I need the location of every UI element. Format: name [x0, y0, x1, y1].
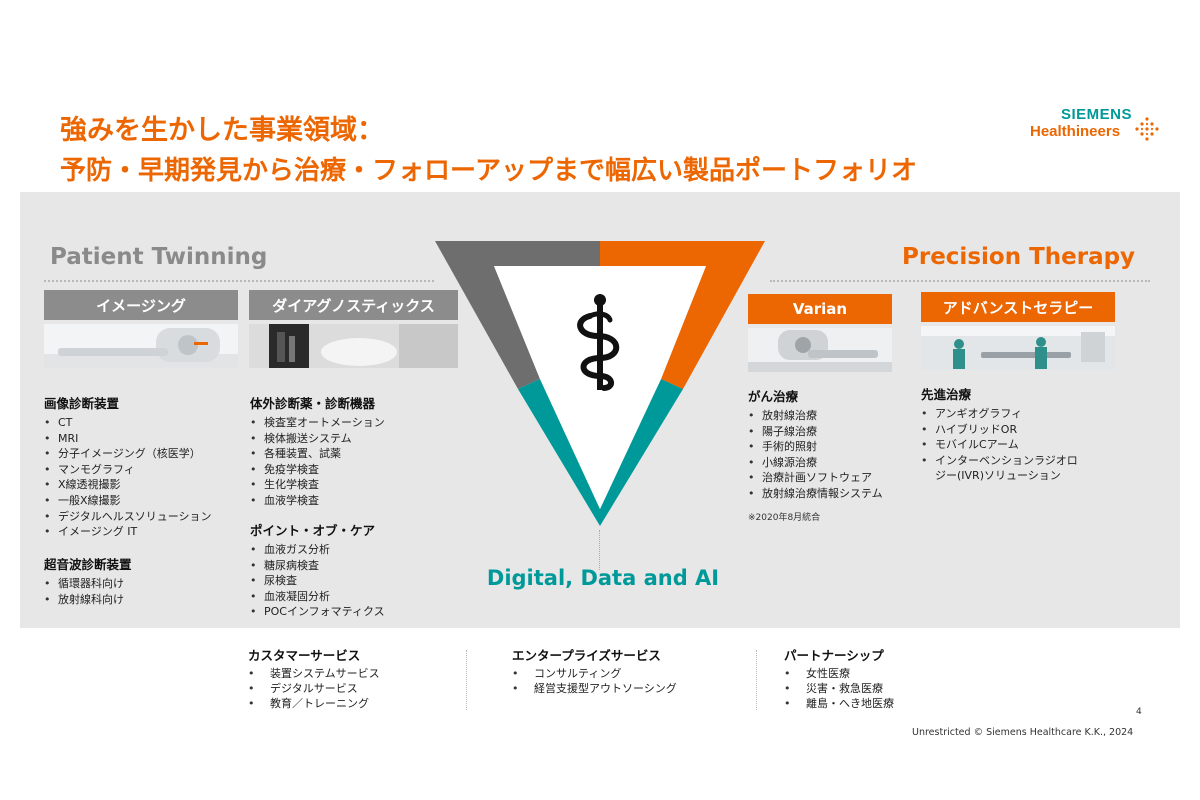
bottom-divider: [756, 650, 757, 710]
portfolio-triangle: [435, 241, 765, 526]
list-item: インターベンションラジオロ: [921, 453, 1078, 469]
list-item: 災害・救急医療: [784, 681, 894, 696]
bottom-divider: [466, 650, 467, 710]
logo-healthineers-text: Healthineers: [1030, 123, 1121, 140]
triangle-teal-segment: [518, 379, 683, 526]
list-item: 放射線治療: [748, 408, 883, 424]
customer-service-list: カスタマーサービス 装置システムサービス デジタルサービス 教育／トレーニング: [248, 645, 380, 711]
list-item: 血液ガス分析: [250, 542, 385, 558]
list-item: 手術的照射: [748, 439, 883, 455]
list-item: 血液凝固分析: [250, 589, 385, 605]
left-divider: [44, 280, 434, 282]
list-item-continuation: ジー(IVR)ソリューション: [935, 469, 1061, 483]
category-diagnostics: ダイアグノスティックス: [249, 290, 458, 320]
right-divider: [770, 280, 1150, 282]
list-item: 陽子線治療: [748, 424, 883, 440]
center-divider: [599, 530, 600, 570]
copyright-footer: Unrestricted © Siemens Healthcare K.K., …: [912, 727, 1134, 738]
page-title: 強みを生かした事業領域：: [60, 115, 384, 146]
list-item: 検査室オートメーション: [250, 415, 385, 431]
varian-photo: [748, 328, 892, 372]
group-heading: 超音波診断装置: [44, 557, 132, 572]
list-item: 生化学検査: [250, 477, 385, 493]
category-imaging: イメージング: [44, 290, 238, 320]
list-item: 糖尿病検査: [250, 558, 385, 574]
list-item: 放射線治療情報システム: [748, 486, 883, 502]
list-item: 治療計画ソフトウェア: [748, 470, 883, 486]
list-item: 小線源治療: [748, 455, 883, 471]
list-item: 免疫学検査: [250, 462, 385, 478]
list-item: 装置システムサービス: [248, 666, 380, 681]
advanced-therapy-list: 先進治療 アンギオグラフィ ハイブリッドOR モバイルCアーム インターベンショ…: [921, 384, 1078, 484]
list-item: イメージング IT: [44, 524, 212, 540]
imaging-photo: [44, 324, 238, 368]
list-item: 放射線科向け: [44, 592, 132, 608]
logo-siemens-text: SIEMENS: [1060, 106, 1132, 123]
enterprise-service-list: エンタープライズサービス コンサルティング 経営支援型アウトソーシング: [512, 645, 677, 696]
ultrasound-list: 超音波診断装置 循環器科向け 放射線科向け: [44, 554, 132, 607]
list-item: 循環器科向け: [44, 576, 132, 592]
list-item: 離島・へき地医療: [784, 696, 894, 711]
list-item: 各種装置、試薬: [250, 446, 385, 462]
diagnostics-photo: [249, 324, 458, 368]
list-item: 検体搬送システム: [250, 431, 385, 447]
digital-data-ai-label: Digital, Data and AI: [486, 566, 720, 590]
list-item: モバイルCアーム: [921, 437, 1078, 453]
group-heading: カスタマーサービス: [248, 648, 361, 663]
partnership-list: パートナーシップ 女性医療 災害・救急医療 離島・へき地医療: [784, 645, 894, 711]
asclepius-icon: [577, 294, 620, 391]
list-item: コンサルティング: [512, 666, 677, 681]
list-item: 教育／トレーニング: [248, 696, 380, 711]
group-heading: 先進治療: [921, 387, 972, 402]
list-item: デジタルサービス: [248, 681, 380, 696]
list-item: X線透視撮影: [44, 477, 212, 493]
imaging-list: 画像診断装置 CT MRI 分子イメージング（核医学） マンモグラフィ X線透視…: [44, 393, 212, 540]
category-varian: Varian: [748, 294, 892, 324]
precision-therapy-title: Precision Therapy: [902, 244, 1136, 270]
list-item: デジタルヘルスソリューション: [44, 509, 212, 525]
logo-dots-icon: [1135, 117, 1159, 141]
siemens-healthineers-logo: SIEMENS Healthineers: [1030, 106, 1160, 146]
advanced-therapy-photo: [921, 326, 1115, 370]
page-number: 4: [1136, 707, 1142, 717]
list-item: POCインフォマティクス: [250, 604, 385, 620]
ivd-list: 体外診断薬・診断機器 検査室オートメーション 検体搬送システム 各種装置、試薬 …: [250, 393, 385, 509]
varian-list: がん治療 放射線治療 陽子線治療 手術的照射 小線源治療 治療計画ソフトウェア …: [748, 386, 883, 523]
triangle-orange-segment: [600, 241, 765, 389]
group-heading: ポイント・オブ・ケア: [250, 523, 376, 538]
triangle-gray-segment: [435, 241, 600, 389]
list-item: 経営支援型アウトソーシング: [512, 681, 677, 696]
list-item: 分子イメージング（核医学）: [44, 446, 212, 462]
group-heading: 体外診断薬・診断機器: [250, 396, 376, 411]
patient-twinning-title: Patient Twinning: [50, 244, 268, 270]
list-item: CT: [44, 415, 212, 431]
list-item: ハイブリッドOR: [921, 422, 1078, 438]
varian-note: ※2020年8月統合: [748, 512, 821, 523]
list-item: 尿検査: [250, 573, 385, 589]
page-subtitle: 予防・早期発見から治療・フォローアップまで幅広い製品ポートフォリオ: [60, 156, 917, 186]
list-item: 女性医療: [784, 666, 894, 681]
list-item: アンギオグラフィ: [921, 406, 1078, 422]
list-item: MRI: [44, 431, 212, 447]
list-item: マンモグラフィ: [44, 462, 212, 478]
poc-list: ポイント・オブ・ケア 血液ガス分析 糖尿病検査 尿検査 血液凝固分析 POCイン…: [250, 520, 385, 620]
category-advanced-therapy: アドバンストセラピー: [921, 292, 1115, 322]
list-item: 血液学検査: [250, 493, 385, 509]
list-item: 一般X線撮影: [44, 493, 212, 509]
group-heading: 画像診断装置: [44, 396, 120, 411]
group-heading: エンタープライズサービス: [512, 648, 661, 663]
group-heading: パートナーシップ: [784, 648, 884, 663]
group-heading: がん治療: [748, 389, 799, 404]
